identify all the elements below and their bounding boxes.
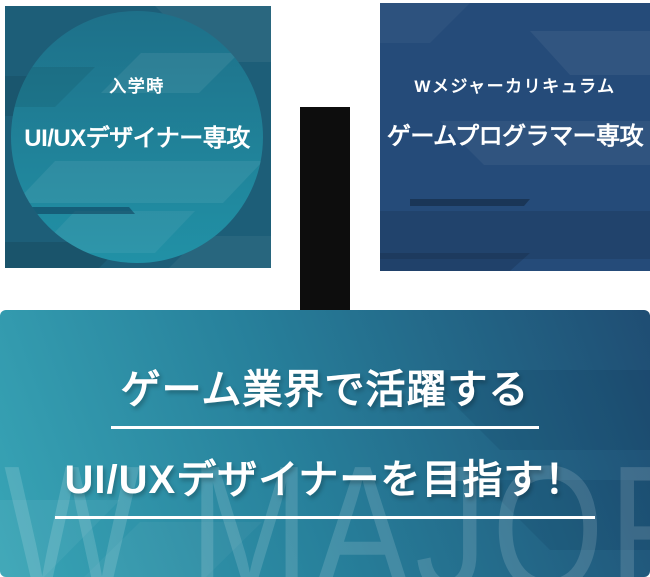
speedline-pattern [380,3,650,271]
banner-headline-line2: UI/UXデザイナーを目指す！ [54,456,596,519]
result-banner: W MAJOR ゲーム業界で活躍する UI/UXデザイナーを目指す！ [0,310,650,577]
speedline-pattern [0,370,650,577]
wmajor-major-title: ゲームプログラマー専攻 [386,123,644,150]
wmajor-curriculum-card: Wメジャーカリキュラム ゲームプログラマー専攻 [380,3,650,271]
enrollment-card: 入学時 UI/UXデザイナー専攻 [5,6,271,268]
speedline-pattern [11,53,263,253]
enrollment-major-title: UI/UXデザイナー専攻 [24,125,250,152]
banner-headline-row: ゲーム業界で活躍する [0,366,650,429]
enrollment-card-label: 入学時 [109,77,165,96]
wmajor-card-label: Wメジャーカリキュラム [414,77,616,96]
enrollment-circle: 入学時 UI/UXデザイナー専攻 [11,11,263,263]
banner-headline-row: UI/UXデザイナーを目指す！ [0,456,650,519]
banner-headline-line1: ゲーム業界で活躍する [110,366,540,429]
